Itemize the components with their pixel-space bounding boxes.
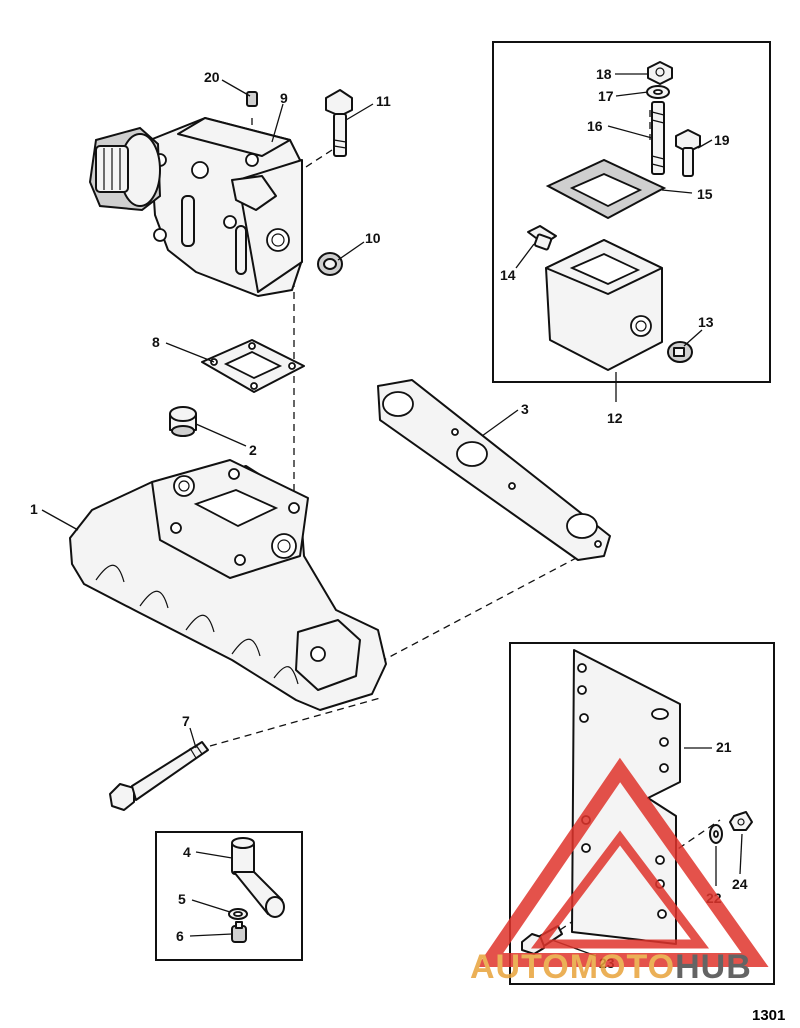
callout-12: 12 [607,410,623,426]
callout-2: 2 [249,442,257,458]
part-3-manifold-gasket [377,379,611,561]
part-14-fitting [527,225,557,251]
part-12-riser [545,239,663,371]
callout-9: 9 [280,90,288,106]
part-22-washer [709,824,723,844]
callout-19: 19 [714,132,730,148]
callout-20: 20 [204,69,220,85]
part-11-bolt [325,89,353,157]
part-6-plug [231,921,247,943]
callout-16: 16 [587,118,603,134]
part-13-plug [667,341,693,363]
callout-8: 8 [152,334,160,350]
figure-number: 1301 [752,1007,785,1024]
part-7-long-bolt [109,741,209,811]
part-15-riser-gasket [545,158,667,220]
watermark-text-auto: AUTOMOTOHUB [470,948,752,986]
part-8-gasket [201,339,305,393]
part-20-set-screw [246,91,258,107]
callout-1: 1 [30,501,38,517]
part-4-elbow-fitting [231,837,285,918]
part-2-pipe-plug [169,406,197,437]
inset-box-riser-option [492,41,771,383]
callout-3: 3 [521,401,529,417]
callout-24: 24 [732,876,748,892]
inset-box-fitting [155,831,303,961]
part-1-exhaust-manifold [69,459,387,711]
callout-17: 17 [598,88,614,104]
part-16-stud [651,101,665,175]
callout-5: 5 [178,891,186,907]
callout-11: 11 [376,93,391,109]
watermark-logo: AUTOMOTOHUB [470,757,769,986]
callout-6: 6 [176,928,184,944]
callout-7: 7 [182,713,190,729]
callout-labels: 1 2 3 4 5 6 7 8 9 10 11 12 13 14 15 16 1… [30,66,748,971]
part-24-nut [729,811,753,831]
inset-box-spacer-plate [509,642,775,985]
part-18-nut [647,61,673,85]
callout-15: 15 [697,186,713,202]
callout-14: 14 [500,267,516,283]
watermark-triangle [476,757,769,967]
part-9-exhaust-elbow [88,117,303,297]
callout-18: 18 [596,66,612,82]
part-19-bolt [675,129,701,177]
callout-21: 21 [716,739,732,755]
callout-10: 10 [365,230,381,246]
callout-13: 13 [698,314,714,330]
watermark-triangle-inner [530,830,710,949]
callout-4: 4 [183,844,191,860]
part-17-washer [646,85,670,99]
part-5-o-ring [228,908,248,920]
part-10-plug [317,252,343,276]
